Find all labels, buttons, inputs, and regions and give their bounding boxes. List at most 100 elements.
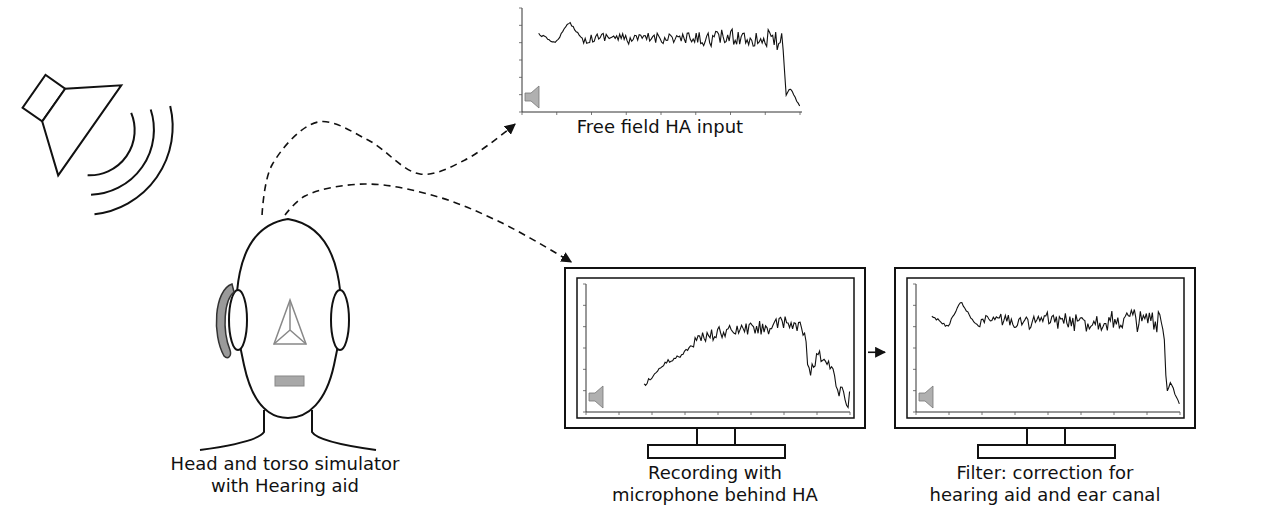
mouth-speaker	[275, 376, 304, 386]
tick-mark	[1081, 412, 1082, 415]
monitor	[895, 268, 1195, 458]
tick-mark	[751, 412, 752, 415]
tick-mark	[661, 112, 662, 115]
axis-ticks	[583, 284, 850, 415]
tick-mark	[1015, 412, 1016, 415]
monitor-base	[978, 445, 1115, 458]
chart-axes	[916, 284, 1180, 412]
tick-mark	[817, 412, 818, 415]
monitor-neck	[697, 428, 735, 445]
tick-mark	[556, 112, 557, 115]
tick-mark	[850, 412, 851, 415]
loudspeaker	[0, 37, 195, 231]
sound-wave	[88, 113, 149, 187]
tick-mark	[519, 60, 522, 61]
monitor-screen	[907, 278, 1184, 418]
tick-mark	[913, 348, 916, 349]
tick-mark	[583, 348, 586, 349]
node-caption: Head and torso simulator with Hearing ai…	[160, 453, 410, 497]
node-caption: Filter: correction for hearing aid and e…	[921, 462, 1169, 506]
tick-mark	[583, 305, 586, 306]
tick-mark	[591, 112, 592, 115]
axis-ticks	[519, 8, 800, 115]
neck-shoulder	[312, 410, 376, 450]
spectrum-trace	[644, 317, 850, 408]
tick-mark	[1180, 412, 1181, 415]
tick-mark	[522, 112, 523, 115]
tick-mark	[913, 284, 916, 285]
chart-axes	[522, 8, 802, 112]
speaker-icon	[589, 386, 603, 408]
tick-mark	[519, 77, 522, 78]
chart-node: Free field HA input	[515, 0, 805, 138]
spectrum-line	[932, 303, 1179, 404]
tick-mark	[583, 390, 586, 391]
spectrum-line	[644, 317, 850, 408]
spectrum-chart	[519, 8, 802, 115]
tick-mark	[519, 25, 522, 26]
logo-triangle	[274, 300, 306, 344]
tick-mark	[695, 112, 696, 115]
node-caption: Free field HA input	[577, 116, 743, 138]
axis-ticks	[913, 284, 1180, 415]
tick-mark	[519, 112, 522, 113]
tick-mark	[982, 412, 983, 415]
logo-lines	[274, 300, 306, 344]
tick-mark	[718, 412, 719, 415]
tick-mark	[583, 326, 586, 327]
tick-mark	[913, 412, 916, 413]
neck-shoulder	[200, 410, 264, 450]
speaker-icon	[525, 86, 539, 108]
monitor-node: Recording with microphone behind HA	[562, 262, 868, 506]
hearing-aid	[216, 284, 234, 358]
tick-mark	[730, 112, 731, 115]
left-ear	[229, 290, 247, 350]
monitor-node: Filter: correction for hearing aid and e…	[885, 262, 1205, 506]
sound-wave	[94, 106, 194, 231]
tick-mark	[913, 326, 916, 327]
node-caption: Recording with microphone behind HA	[600, 462, 830, 506]
spectrum-trace	[932, 303, 1179, 404]
spectrum-trace	[539, 23, 800, 106]
tick-mark	[652, 412, 653, 415]
tick-mark	[913, 305, 916, 306]
tick-mark	[1048, 412, 1049, 415]
tick-mark	[519, 94, 522, 95]
head-outline	[237, 219, 341, 418]
dashed-arrow	[262, 122, 515, 215]
tick-mark	[519, 8, 522, 9]
tick-mark	[619, 412, 620, 415]
tick-mark	[586, 412, 587, 415]
right-ear	[331, 290, 349, 350]
tick-mark	[1114, 412, 1115, 415]
monitor-frame	[565, 268, 865, 428]
dashed-arrow	[285, 184, 571, 262]
tick-mark	[765, 112, 766, 115]
monitor-frame	[895, 268, 1195, 428]
monitor-base	[648, 445, 785, 458]
head-simulator	[200, 219, 376, 450]
monitor-neck	[1027, 428, 1065, 445]
tick-mark	[913, 390, 916, 391]
tick-mark	[784, 412, 785, 415]
speaker-icon	[919, 386, 933, 408]
tick-mark	[916, 412, 917, 415]
tick-mark	[685, 412, 686, 415]
tick-mark	[913, 369, 916, 370]
tick-mark	[1147, 412, 1148, 415]
tick-mark	[583, 412, 586, 413]
monitor-screen	[577, 278, 854, 418]
chart-axes	[586, 284, 850, 412]
monitor	[565, 268, 865, 458]
tick-mark	[949, 412, 950, 415]
tick-mark	[583, 284, 586, 285]
tick-mark	[800, 112, 801, 115]
flow-arrow	[868, 351, 885, 353]
tick-mark	[519, 42, 522, 43]
speaker-cone	[22, 60, 121, 175]
tick-mark	[626, 112, 627, 115]
